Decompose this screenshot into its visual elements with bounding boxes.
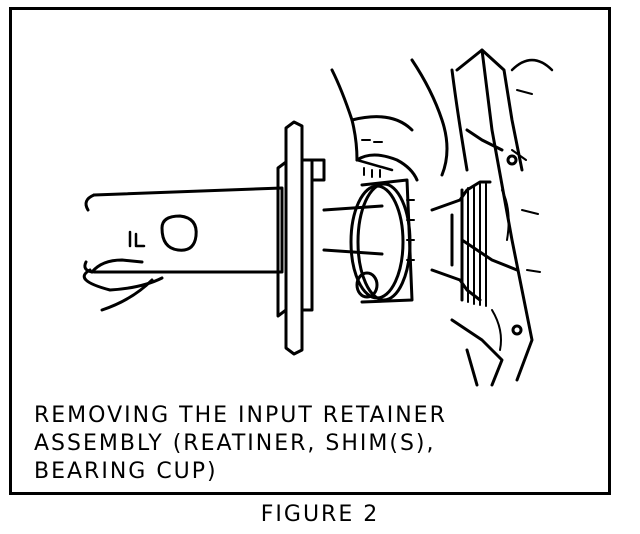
caption-line-3: BEARING CUP) <box>34 459 218 484</box>
flange-disk <box>276 120 326 356</box>
caption-line-1: REMOVING THE INPUT RETAINER <box>34 403 447 428</box>
pinion-gear <box>430 180 492 307</box>
differential-housing <box>450 48 554 387</box>
hand-left <box>82 258 164 312</box>
caption-line-2: ASSEMBLY (REATINER, SHIM(S), <box>34 431 436 456</box>
hand-top <box>330 58 449 182</box>
figure-frame: REMOVING THE INPUT RETAINER ASSEMBLY (RE… <box>9 7 611 495</box>
puller-handle <box>83 186 284 274</box>
shaft <box>322 204 384 256</box>
figure-label: FIGURE 2 <box>260 502 380 527</box>
bearing-cup <box>349 178 415 304</box>
retainer-removal-illustration <box>82 48 554 387</box>
figure-caption: REMOVING THE INPUT RETAINER ASSEMBLY (RE… <box>34 402 447 486</box>
